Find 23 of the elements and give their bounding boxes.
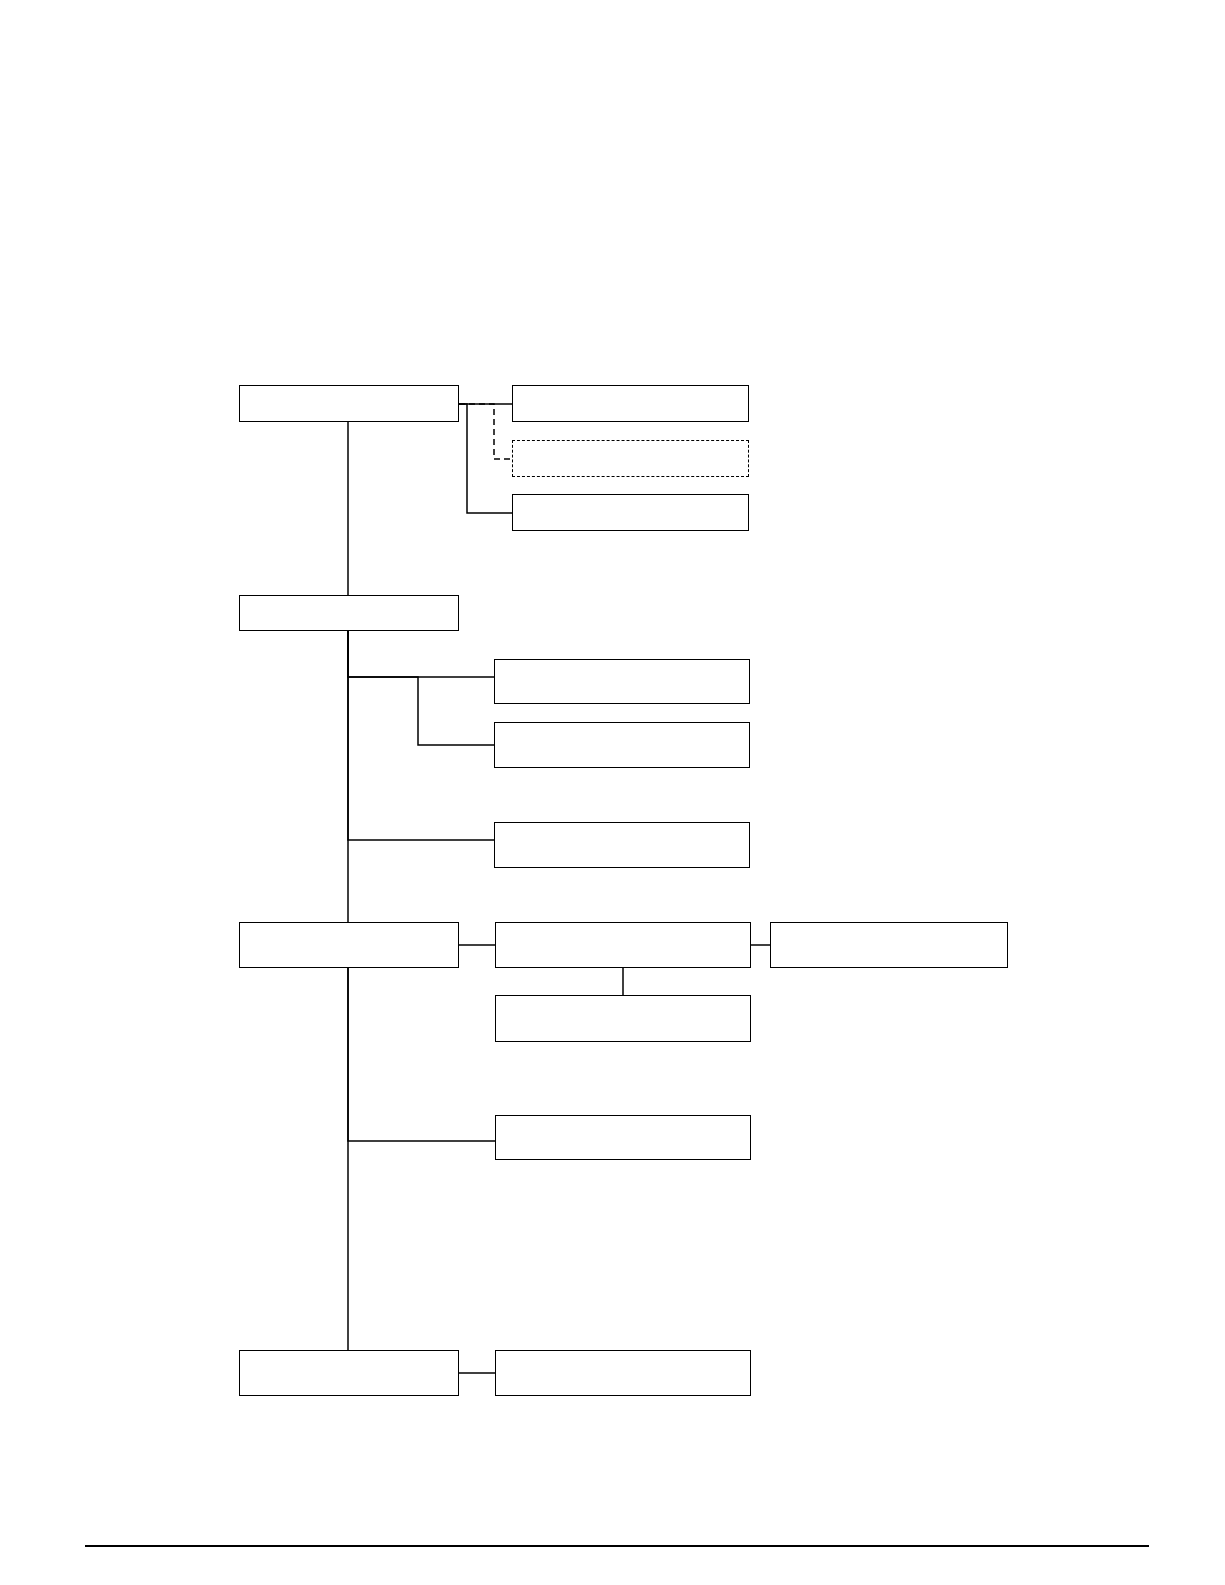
empty-box bbox=[239, 1350, 459, 1396]
dashed-box bbox=[512, 440, 749, 477]
empty-box bbox=[495, 1350, 751, 1396]
connector-line bbox=[347, 967, 349, 1351]
empty-box bbox=[239, 595, 459, 631]
connector-line bbox=[347, 421, 349, 596]
connector-line bbox=[347, 630, 349, 923]
connector-line bbox=[622, 967, 624, 996]
empty-box bbox=[239, 385, 459, 422]
empty-box bbox=[495, 1115, 751, 1160]
empty-box bbox=[512, 494, 749, 531]
connector-line bbox=[458, 1372, 496, 1374]
empty-box bbox=[495, 922, 751, 968]
empty-box bbox=[495, 995, 751, 1042]
empty-box bbox=[494, 722, 750, 768]
empty-box bbox=[239, 922, 459, 968]
empty-box bbox=[494, 822, 750, 868]
connector-line bbox=[750, 944, 771, 946]
empty-box bbox=[512, 385, 749, 422]
connector-line bbox=[458, 403, 513, 514]
empty-box bbox=[770, 922, 1008, 968]
empty-box bbox=[494, 659, 750, 704]
connector-line bbox=[458, 944, 496, 946]
